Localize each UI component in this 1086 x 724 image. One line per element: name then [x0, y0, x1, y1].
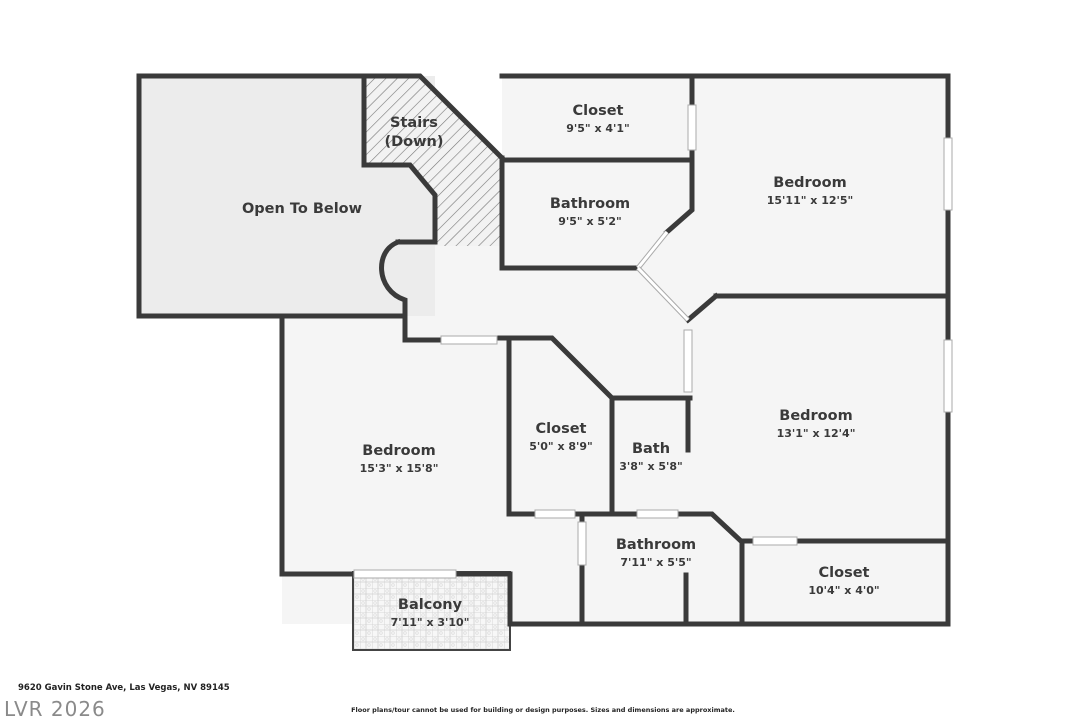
window-bedroom-top-right	[943, 137, 953, 211]
property-address: 9620 Gavin Stone Ave, Las Vegas, NV 8914…	[18, 683, 230, 693]
window-balcony	[353, 569, 457, 579]
window-bathroom-bottom-a	[534, 509, 576, 519]
dims-closet-middle: 5'0" x 8'9"	[529, 440, 593, 453]
walls	[136, 73, 951, 627]
label-open-to-below: Open To Below	[242, 201, 362, 217]
window-closet-top	[687, 104, 697, 151]
label-bath: Bath	[632, 441, 670, 457]
label-stairs: Stairs	[390, 115, 438, 131]
window-bath	[683, 329, 693, 393]
label-bedroom-right: Bedroom	[779, 408, 852, 424]
label-closet-middle: Closet	[536, 421, 587, 437]
dims-bathroom-bottom: 7'11" x 5'5"	[620, 556, 691, 569]
dims-balcony: 7'11" x 3'10"	[391, 616, 470, 629]
stairs-area	[364, 76, 502, 246]
label-closet-bottom: Closet	[819, 565, 870, 581]
dims-bedroom-top-right: 15'11" x 12'5"	[767, 194, 854, 207]
label-bathroom-top: Bathroom	[550, 196, 630, 212]
window-hall	[440, 335, 498, 345]
dims-bedroom-left: 15'3" x 15'8"	[360, 462, 439, 475]
dims-closet-top: 9'5" x 4'1"	[566, 122, 630, 135]
label-bedroom-top-right: Bedroom	[773, 175, 846, 191]
label-stairs-sub: (Down)	[385, 134, 444, 150]
watermark-logo: LVR 2026	[4, 697, 106, 721]
dims-bedroom-right: 13'1" x 12'4"	[777, 427, 856, 440]
label-bathroom-bottom: Bathroom	[616, 537, 696, 553]
window-bedroom-right	[943, 339, 953, 413]
dims-closet-bottom: 10'4" x 4'0"	[808, 584, 879, 597]
windows	[353, 104, 953, 579]
label-closet-top: Closet	[573, 103, 624, 119]
disclaimer-text: Floor plans/tour cannot be used for buil…	[351, 706, 735, 714]
dims-bath: 3'8" x 5'8"	[619, 460, 683, 473]
dims-bathroom-top: 9'5" x 5'2"	[558, 215, 622, 228]
label-bedroom-left: Bedroom	[362, 443, 435, 459]
room-labels: Open To Below Stairs (Down) Closet 9'5" …	[242, 103, 880, 629]
window-closet-bottom	[752, 536, 798, 546]
label-balcony: Balcony	[398, 597, 463, 613]
window-bathroom-bottom-c	[577, 521, 587, 566]
window-bathroom-bottom-b	[636, 509, 679, 519]
floor-fill	[139, 76, 948, 651]
